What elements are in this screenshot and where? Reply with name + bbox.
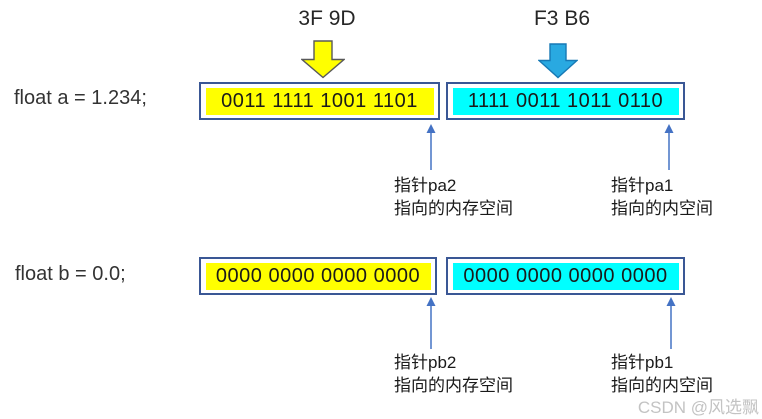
code-label-float-b: float b = 0.0; bbox=[15, 263, 126, 285]
pointer-note-pa1-line1: 指针pa1 bbox=[611, 176, 674, 195]
memory-box-pb2: 0000 0000 0000 0000 bbox=[199, 257, 437, 295]
bits-value-pa1: 1111 0011 1011 0110 bbox=[452, 87, 679, 115]
pointer-note-pb2-line2: 指向的内存空间 bbox=[394, 376, 513, 395]
pointer-note-pa2: 指针pa2 指向的内存空间 bbox=[394, 174, 513, 220]
pointer-note-pb1-line2: 指向的内空间 bbox=[611, 376, 713, 395]
blue-down-arrow-icon bbox=[538, 43, 578, 79]
pointer-note-pa2-line1: 指针pa2 bbox=[394, 176, 457, 195]
up-arrow-icon-pa1 bbox=[663, 124, 675, 170]
memory-box-pb1: 0000 0000 0000 0000 bbox=[446, 257, 685, 295]
memory-box-pa1: 1111 0011 1011 0110 bbox=[446, 82, 685, 120]
up-arrow-icon-pb1 bbox=[665, 297, 677, 349]
hex-value-left: 3F 9D bbox=[298, 7, 356, 30]
pointer-note-pa1: 指针pa1 指向的内空间 bbox=[611, 174, 713, 220]
bits-value-pa2: 0011 1111 1001 1101 bbox=[205, 87, 434, 115]
pointer-note-pa2-line2: 指向的内存空间 bbox=[394, 199, 513, 218]
bits-value-pb1: 0000 0000 0000 0000 bbox=[452, 262, 679, 290]
up-arrow-icon-pb2 bbox=[425, 297, 437, 349]
code-label-float-a: float a = 1.234; bbox=[14, 87, 147, 109]
pointer-note-pa1-line2: 指向的内空间 bbox=[611, 199, 713, 218]
pointer-note-pb1: 指针pb1 指向的内空间 bbox=[611, 351, 713, 397]
memory-box-pa2: 0011 1111 1001 1101 bbox=[199, 82, 440, 120]
pointer-note-pb2: 指针pb2 指向的内存空间 bbox=[394, 351, 513, 397]
up-arrow-icon-pa2 bbox=[425, 124, 437, 170]
hex-value-right: F3 B6 bbox=[533, 7, 591, 30]
watermark: CSDN @风选飘 bbox=[637, 398, 759, 417]
pointer-note-pb2-line1: 指针pb2 bbox=[394, 353, 457, 372]
bits-value-pb2: 0000 0000 0000 0000 bbox=[205, 262, 431, 290]
pointer-note-pb1-line1: 指针pb1 bbox=[611, 353, 674, 372]
yellow-down-arrow-icon bbox=[301, 40, 345, 79]
